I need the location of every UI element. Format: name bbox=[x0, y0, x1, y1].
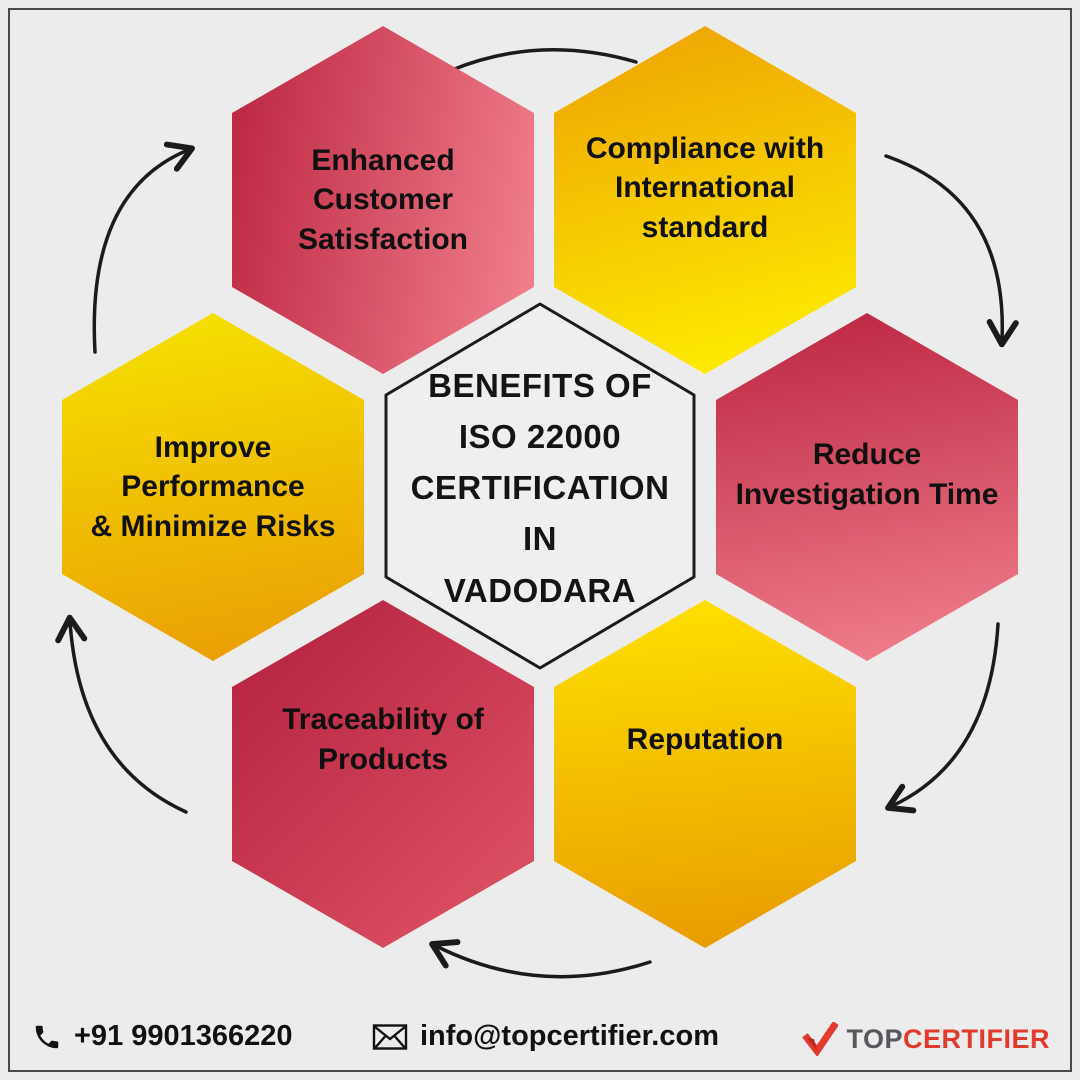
title-line: IN bbox=[523, 520, 557, 558]
title-line: BENEFITS OF bbox=[428, 367, 652, 404]
hex-label-line: Satisfaction bbox=[297, 222, 469, 256]
hexagon-label: Improve Performance & Minimize Risks bbox=[62, 428, 364, 547]
topcertifier-logo-icon bbox=[802, 1022, 839, 1056]
arrow-bottom-right bbox=[885, 622, 1000, 814]
hex-label-line: standard bbox=[641, 210, 769, 244]
arrow-bottom-center bbox=[429, 939, 652, 979]
hexagon-label: Reduce Investigation Time bbox=[716, 435, 1018, 514]
brand-wordmark: TOP CERTIFIER bbox=[846, 1024, 1050, 1055]
hex-label-line: Products bbox=[317, 743, 449, 776]
hex-label-line: Customer bbox=[312, 183, 454, 217]
hex-label-line: Reputation bbox=[626, 723, 784, 757]
topcertifier-logo: TOP CERTIFIER bbox=[802, 1022, 1050, 1056]
envelope-icon bbox=[372, 1023, 408, 1050]
hex-label-line: Improve bbox=[154, 430, 272, 464]
title-line: CERTIFICATION bbox=[410, 469, 670, 507]
phone-contact: +91 9901366220 bbox=[32, 1020, 293, 1053]
hexagon-traceability-of-products: Traceability of Products bbox=[232, 600, 534, 948]
hexagon-label: Compliance with International standard bbox=[554, 129, 856, 248]
arrow-top-left bbox=[92, 141, 195, 354]
phone-number: +91 9901366220 bbox=[74, 1020, 293, 1052]
arrow-bottom-left bbox=[55, 614, 188, 814]
title-line: ISO 22000 bbox=[458, 418, 622, 456]
arc-top-center bbox=[450, 48, 638, 72]
hex-label-line: Traceability of bbox=[282, 703, 484, 737]
hexagon-enhanced-customer-satisfaction: Enhanced Customer Satisfaction bbox=[232, 26, 534, 374]
hex-label-line: International bbox=[614, 171, 795, 205]
email-contact: info@topcertifier.com bbox=[372, 1020, 719, 1053]
footer-bar: +91 9901366220 info@topcertifier.com TOP… bbox=[0, 1012, 1080, 1070]
diagram-title: BENEFITS OF ISO 22000 CERTIFICATION IN V… bbox=[400, 360, 680, 616]
hexagon-label: Traceability of Products bbox=[232, 700, 534, 779]
hex-label-line: Reduce bbox=[812, 438, 922, 472]
center-hexagon-outline bbox=[384, 302, 696, 670]
title-line: VADODARA bbox=[443, 571, 637, 609]
hex-label-line: & Minimize Risks bbox=[90, 509, 336, 543]
hex-label-line: Compliance with bbox=[585, 131, 825, 165]
hexagon-improve-performance-minimize-risks: Improve Performance & Minimize Risks bbox=[62, 313, 364, 661]
hex-label-line: Enhanced bbox=[311, 143, 455, 177]
brand-text-top: TOP bbox=[846, 1023, 903, 1054]
phone-icon bbox=[35, 1025, 59, 1048]
email-address: info@topcertifier.com bbox=[420, 1020, 719, 1052]
hex-label-line: Performance bbox=[121, 470, 305, 504]
hexagon-label: Enhanced Customer Satisfaction bbox=[232, 141, 534, 260]
hex-label-line: Investigation Time bbox=[735, 478, 999, 511]
brand-text-certifier: CERTIFIER bbox=[902, 1023, 1050, 1054]
arrow-top-right bbox=[884, 154, 1019, 348]
hexagon-label: Reputation bbox=[554, 720, 856, 760]
